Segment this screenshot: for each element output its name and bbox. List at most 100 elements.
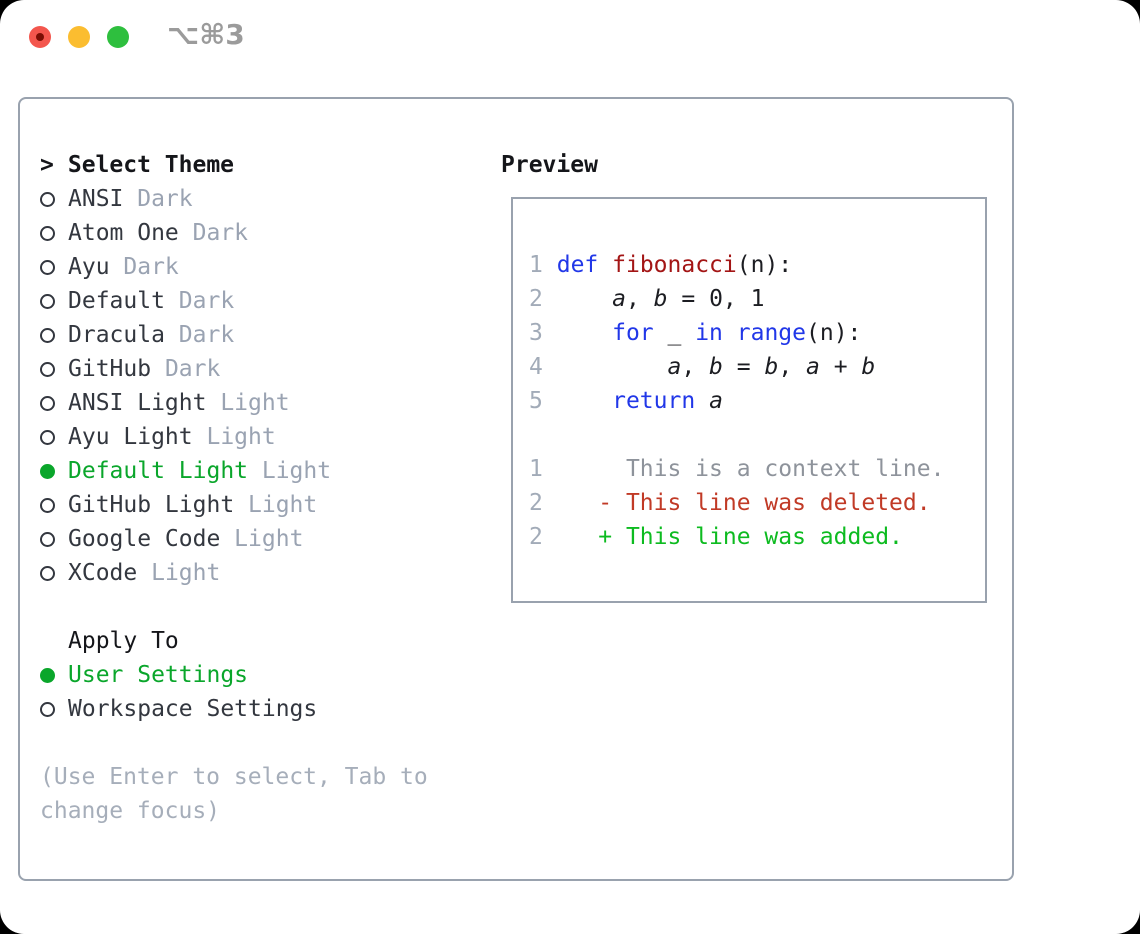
code-line: 4 a, b = b, a + b <box>529 350 985 384</box>
radio-icon <box>40 429 55 445</box>
theme-name: ANSI <box>68 186 124 212</box>
theme-option[interactable]: Default Dark <box>40 284 480 318</box>
keyboard-hint: (Use Enter to select, Tab to change focu… <box>40 764 428 824</box>
preview-header: Preview <box>501 152 598 178</box>
code-segment-plain: (n): <box>736 252 793 278</box>
line-number: 1 <box>529 252 543 278</box>
code-line: 2 - This line was deleted. <box>529 486 985 520</box>
theme-name: Ayu <box>68 254 110 280</box>
prompt-caret: > <box>40 152 54 178</box>
radio-icon <box>40 259 55 275</box>
theme-option[interactable]: XCode Light <box>40 556 480 590</box>
code-segment-plain: , <box>625 286 654 312</box>
radio-icon <box>40 395 55 411</box>
code-segment-plain <box>695 388 709 414</box>
theme-name: GitHub Light <box>68 492 235 518</box>
option-label: Workspace Settings <box>68 696 318 722</box>
theme-option[interactable]: Default Light Light <box>40 454 480 488</box>
minimize-button[interactable] <box>68 26 90 48</box>
theme-option[interactable]: GitHub Dark <box>40 352 480 386</box>
code-segment-variable: b <box>653 286 668 312</box>
code-segment-keyword: def <box>556 252 599 278</box>
radio-selected-icon <box>40 463 55 479</box>
theme-variant: Light <box>248 458 332 484</box>
theme-option[interactable]: ANSI Dark <box>40 182 480 216</box>
theme-option[interactable]: Dracula Dark <box>40 318 480 352</box>
code-segment-plain <box>598 252 612 278</box>
code-line: 3 for _ in range(n): <box>529 316 985 350</box>
code-segment-plain <box>543 286 612 312</box>
code-segment-plain <box>723 320 737 346</box>
theme-variant: Light <box>206 390 290 416</box>
line-number: 2 <box>529 286 543 312</box>
theme-name: Google Code <box>68 526 221 552</box>
line-number: 1 <box>529 456 543 482</box>
theme-variant: Light <box>220 526 304 552</box>
theme-variant: Dark <box>178 220 249 246</box>
code-line: 2 a, b = 0, 1 <box>529 282 985 316</box>
code-segment-plain: , <box>681 354 710 380</box>
close-button[interactable] <box>29 26 51 48</box>
theme-variant: Light <box>137 560 221 586</box>
apply-to-option[interactable]: Workspace Settings <box>40 692 480 726</box>
theme-option[interactable]: Ayu Dark <box>40 250 480 284</box>
theme-name: Default Light <box>68 458 249 484</box>
theme-variant: Dark <box>123 186 193 212</box>
theme-name: GitHub <box>68 356 152 382</box>
line-number: 2 <box>529 524 543 550</box>
option-label: User Settings <box>68 662 249 688</box>
apply-to-option[interactable]: User Settings <box>40 658 480 692</box>
theme-name: XCode <box>68 560 138 586</box>
code-line: 2 + This line was added. <box>529 520 985 554</box>
code-segment-plain <box>543 252 557 278</box>
code-segment-added: + This line was added. <box>598 524 903 550</box>
radio-icon <box>40 361 55 377</box>
theme-option[interactable]: Atom One Dark <box>40 216 480 250</box>
theme-name: Default <box>68 288 165 314</box>
radio-icon <box>40 565 55 581</box>
code-segment-keyword: range <box>736 320 807 346</box>
code-segment-variable: b <box>764 354 779 380</box>
code-segment-variable: a <box>612 286 626 312</box>
theme-name: Dracula <box>68 322 165 348</box>
code-segment-plain <box>543 354 668 380</box>
theme-option[interactable]: GitHub Light Light <box>40 488 480 522</box>
theme-variant: Light <box>234 492 318 518</box>
code-segment-plain <box>543 320 612 346</box>
code-segment-variable: a <box>667 354 682 380</box>
line-number: 2 <box>529 490 543 516</box>
code-segment-function: fibonacci <box>612 252 737 278</box>
code-segment-plain: = <box>722 354 765 380</box>
code-segment-variable: a <box>806 354 820 380</box>
radio-icon <box>40 225 55 241</box>
line-number: 3 <box>529 320 543 346</box>
zoom-button[interactable] <box>107 26 129 48</box>
radio-icon <box>40 701 55 717</box>
theme-option[interactable]: Ayu Light Light <box>40 420 480 454</box>
apply-to-header: Apply To <box>68 628 179 654</box>
theme-variant: Dark <box>164 322 235 348</box>
preview-column: Preview 1 def fibonacci(n): 2 a, b = 0, 1… <box>501 148 987 603</box>
code-line <box>529 418 985 452</box>
theme-variant: Dark <box>151 356 221 382</box>
code-line: 5 return a <box>529 384 985 418</box>
theme-option[interactable]: ANSI Light Light <box>40 386 480 420</box>
theme-variant: Light <box>192 424 276 450</box>
theme-option[interactable]: Google Code Light <box>40 522 480 556</box>
radio-icon <box>40 327 55 343</box>
code-segment-variable: a <box>709 388 723 414</box>
code-segment-plain <box>543 524 598 550</box>
code-segment-plain: _ <box>653 320 696 346</box>
code-segment-variable: b <box>709 354 723 380</box>
theme-variant: Dark <box>109 254 179 280</box>
radio-icon <box>40 497 55 513</box>
line-number: 4 <box>529 354 543 380</box>
code-segment-plain: , <box>778 354 807 380</box>
code-segment-keyword: in <box>695 320 723 346</box>
theme-name: ANSI Light <box>68 390 207 416</box>
